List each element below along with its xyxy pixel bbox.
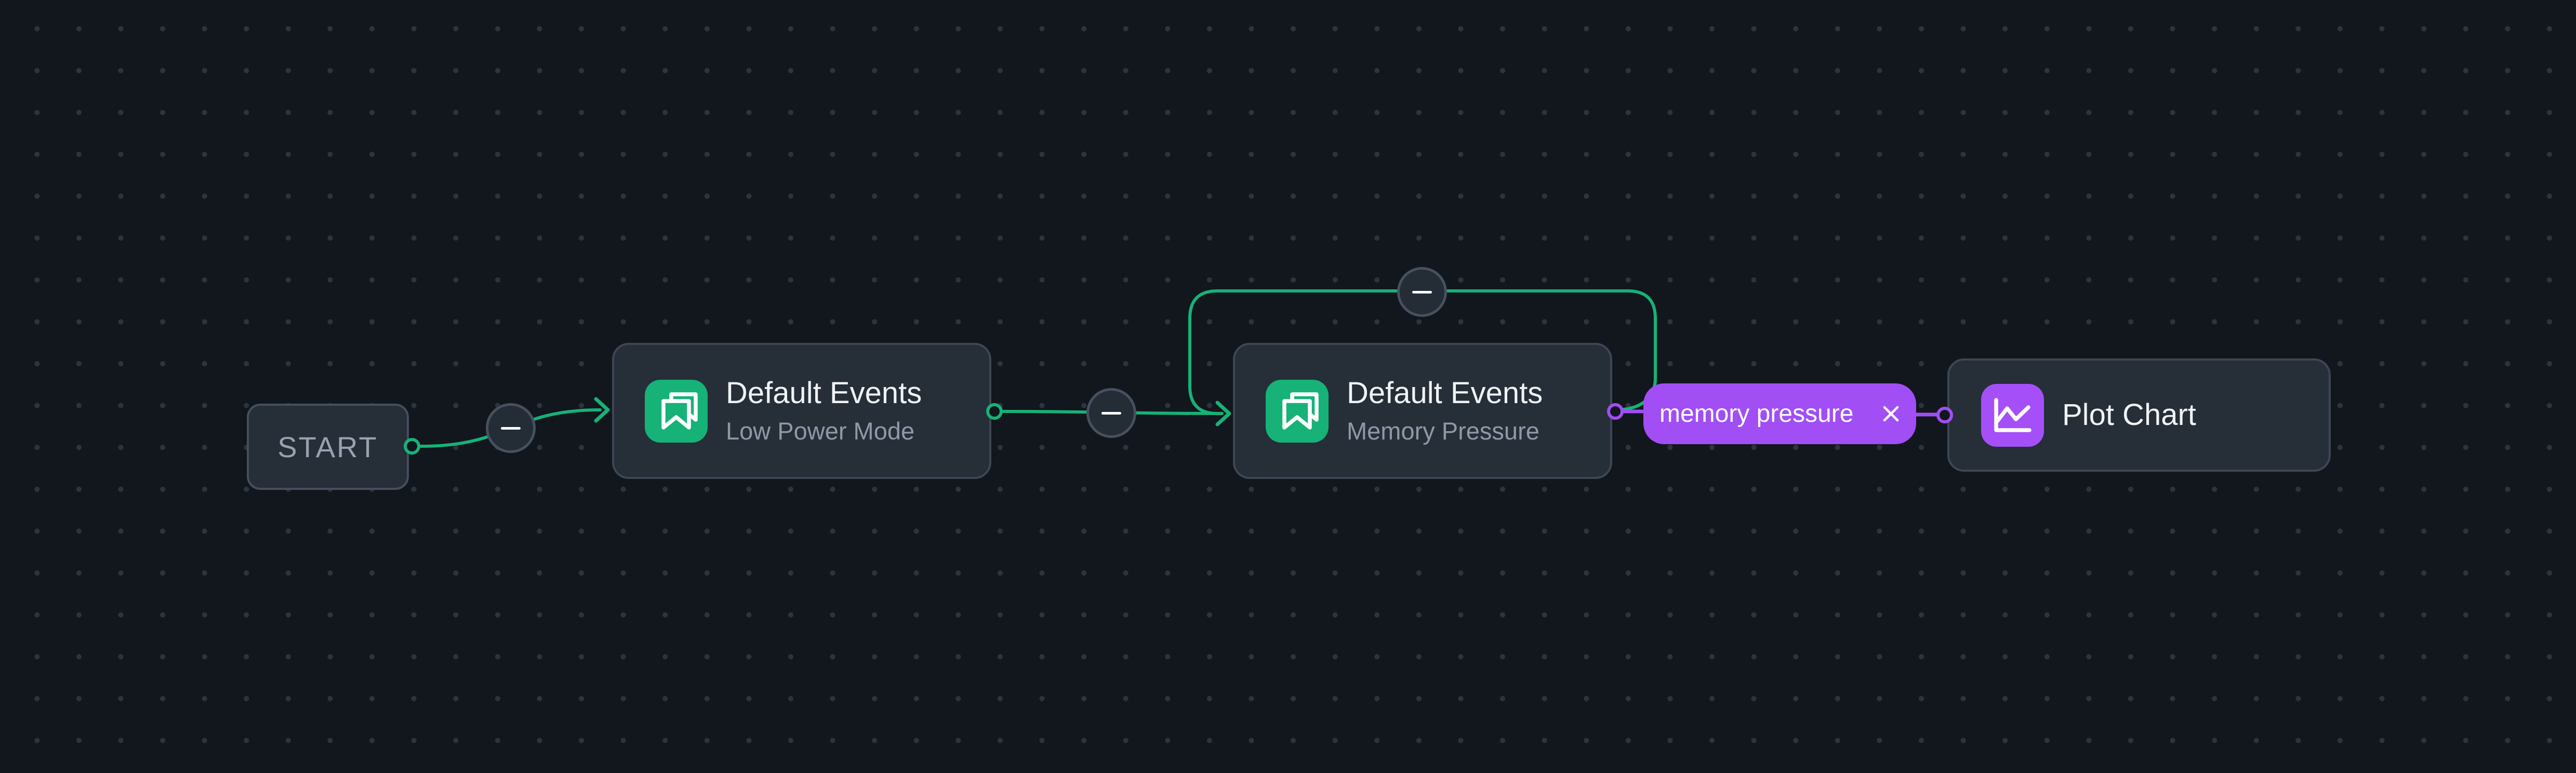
edge-arrowhead-memory-pressure-input [1215,401,1231,427]
node-default-events-low-power[interactable]: Default Events Low Power Mode [612,343,991,479]
edge-label-memory-pressure[interactable]: memory pressure [1643,383,1916,444]
bookmarks-icon [1266,379,1329,443]
port-start-output[interactable] [404,438,420,455]
port-memory-pressure-output[interactable] [1607,403,1624,420]
minus-icon [1101,411,1121,415]
node-title: Default Events [726,376,922,410]
node-start[interactable]: START [247,404,409,490]
edge-remove-button-start-to-low-power[interactable] [486,403,536,453]
minus-icon [1412,290,1432,294]
node-plot-chart[interactable]: Plot Chart [1947,358,2331,472]
edge-remove-button-memory-pressure-self-loop[interactable] [1397,267,1447,317]
node-default-events-memory-pressure[interactable]: Default Events Memory Pressure [1233,343,1612,479]
node-subtitle: Memory Pressure [1347,417,1539,445]
edge-arrowhead-low-power-input [594,397,610,423]
node-subtitle: Low Power Mode [726,417,915,445]
port-low-power-output[interactable] [986,403,1003,420]
node-title: Default Events [1347,376,1543,410]
bookmarks-icon [645,379,708,443]
edge-remove-button-low-power-to-memory-pressure[interactable] [1086,388,1136,438]
node-title: Plot Chart [2062,398,2196,432]
minus-icon [501,427,521,430]
line-chart-icon [1981,383,2044,447]
edge-label-text: memory pressure [1659,400,1854,428]
close-icon[interactable] [1883,406,1899,422]
start-label: START [277,430,378,463]
port-plot-chart-input[interactable] [1936,407,1953,423]
